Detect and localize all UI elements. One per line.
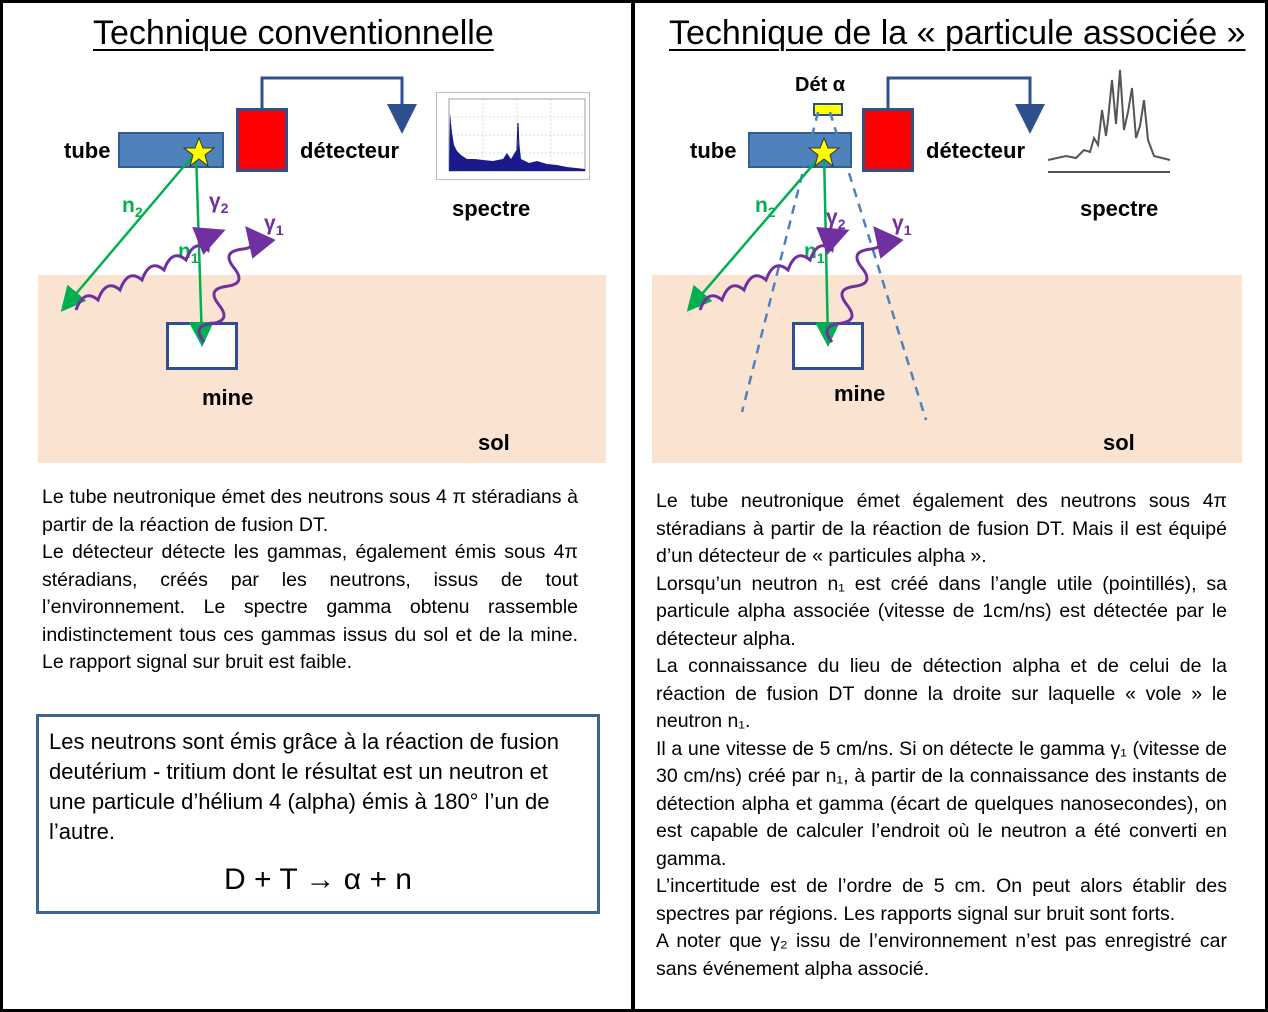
right-paragraph-1: Le tube neutronique émet également des n… (656, 490, 1227, 567)
right-tube-label: tube (690, 138, 737, 163)
left-spectrum-label: spectre (452, 196, 531, 221)
right-spectrum-label: spectre (1080, 196, 1159, 221)
right-title: Technique de la « particule associée » (669, 14, 1246, 52)
left-paragraph-2: Le détecteur détecte les gammas, égaleme… (42, 541, 578, 673)
right-spectrum-curve (1047, 69, 1171, 161)
left-detector (236, 108, 288, 172)
right-paragraph-5: L’incertitude est de l’ordre de 5 cm. On… (656, 875, 1227, 925)
right-soil-label: sol (1103, 430, 1135, 455)
alpha-detector (813, 103, 843, 116)
left-g2-label: γ2 (209, 190, 229, 217)
fusion-info-text: Les neutrons sont émis grâce à la réacti… (49, 729, 559, 844)
right-g1-label: γ1 (892, 212, 912, 239)
left-soil-label: sol (478, 430, 510, 455)
left-title: Technique conventionnelle (93, 14, 494, 52)
left-mine-label: mine (202, 385, 254, 410)
right-paragraph-2: Lorsqu’un neutron n₁ est créé dans l’ang… (656, 572, 1227, 650)
right-paragraph-4: Il a une vitesse de 5 cm/ns. Si on détec… (656, 737, 1227, 870)
right-text: Le tube neutronique émet également des n… (656, 488, 1227, 983)
fusion-equation: D + T → α + n (224, 863, 412, 896)
left-g1-label: γ1 (264, 212, 284, 239)
right-detector-label: détecteur (926, 138, 1026, 163)
left-spectrum-plot (436, 92, 590, 180)
left-n2-label: n2 (122, 194, 143, 221)
left-diagram-arrows (60, 76, 417, 347)
left-ground (38, 275, 606, 463)
right-paragraph-3: La connaissance du lieu de détection alp… (656, 655, 1227, 732)
left-text: Le tube neutronique émet des neutrons so… (42, 484, 578, 677)
fusion-info-box: Les neutrons sont émis grâce à la réacti… (36, 714, 600, 914)
right-detector (862, 108, 914, 172)
right-paragraph-6: A noter que γ₂ issu de l’environnement n… (656, 930, 1227, 980)
left-paragraph-1: Le tube neutronique émet des neutrons so… (42, 486, 578, 536)
right-diagram-arrows (686, 69, 1171, 421)
panel-divider (631, 0, 635, 1012)
right-ground (652, 275, 1242, 463)
alpha-detector-label: Dét α (795, 74, 846, 96)
left-tube-label: tube (64, 138, 111, 163)
right-g2-label: γ2 (826, 206, 846, 233)
left-detector-label: détecteur (300, 138, 400, 163)
right-mine-label: mine (834, 381, 886, 406)
